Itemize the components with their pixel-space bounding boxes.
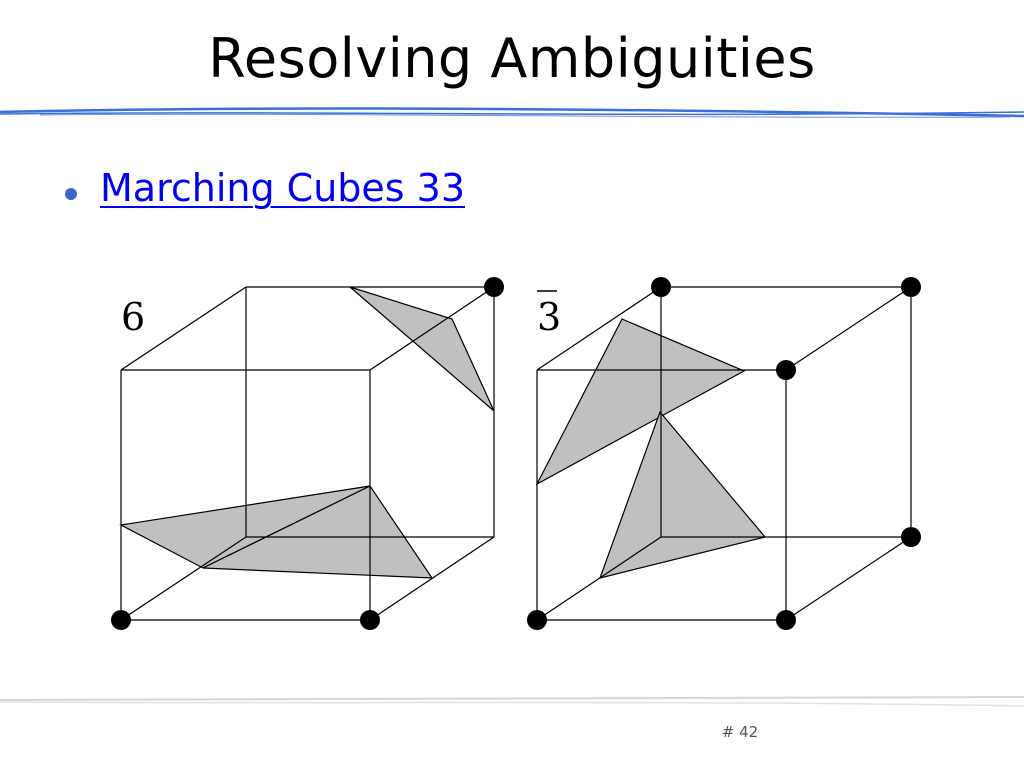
left-cube-top-triangle <box>349 286 495 412</box>
right-cube-vertex-dot <box>651 277 671 297</box>
slide-number: # 42 <box>721 723 759 741</box>
footer-divider <box>0 696 1024 707</box>
right-cube-vertex-dot <box>901 277 921 297</box>
left-cube-vertex-dot <box>360 610 380 630</box>
right-cube-vertex-dot <box>527 610 547 630</box>
left-cube-vertex-dot <box>484 277 504 297</box>
left-cube-vertex-dot <box>111 610 131 630</box>
right-cube: 3 <box>527 277 921 630</box>
right-cube-lower-triangle <box>599 410 767 579</box>
right-cube-vertex-dot <box>901 527 921 547</box>
marching-cubes-33-link[interactable]: Marching Cubes 33 <box>100 166 466 210</box>
right-cube-vertex-dot <box>776 360 796 380</box>
left-cube-label: 6 <box>121 295 145 339</box>
left-cube-bottom-triangle-b <box>202 485 434 579</box>
right-cube-vertex-dot <box>776 610 796 630</box>
left-cube-edges <box>120 286 495 621</box>
right-cube-edges <box>536 286 912 621</box>
slide-title: Resolving Ambiguities <box>208 27 816 90</box>
left-cube: 6 <box>111 277 504 630</box>
bullet-dot-icon <box>65 188 77 200</box>
right-cube-upper-triangle <box>535 318 746 486</box>
right-cube-label: 3 <box>537 295 561 339</box>
title-divider <box>0 107 1024 118</box>
